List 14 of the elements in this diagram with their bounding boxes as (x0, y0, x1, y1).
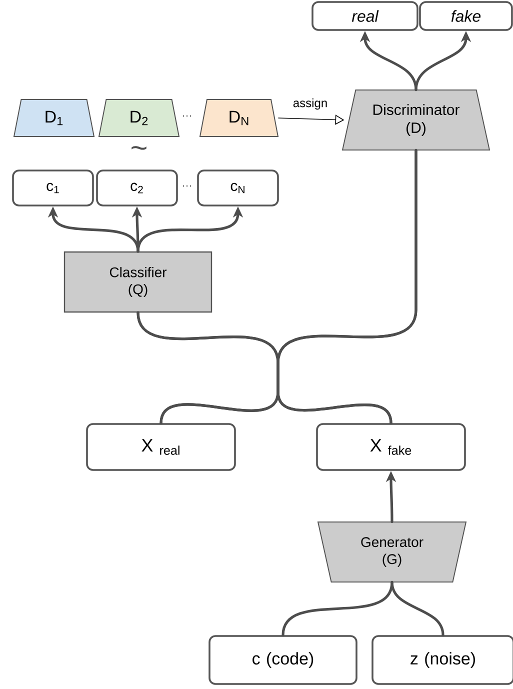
sample-box: X $_{real}$ (86, 423, 236, 471)
sample-box: X $_{fake}$ (316, 423, 466, 471)
class-box: c$_{1}$ (12, 170, 94, 206)
tilde-symbol: ~ (132, 146, 146, 150)
output-box: fake (419, 1, 513, 31)
class-box: c$_{2}$ (96, 170, 178, 206)
output-box: real (312, 1, 418, 31)
class-box: c$_{N}$ (197, 170, 279, 206)
ellipsis: … (183, 185, 191, 187)
input-box: z (noise) (372, 635, 513, 685)
edge-label: assign (292, 97, 329, 111)
classifier-box: Classifier (Q) (64, 251, 212, 313)
input-box: c (code) (208, 635, 358, 685)
ellipsis: … (183, 115, 191, 117)
